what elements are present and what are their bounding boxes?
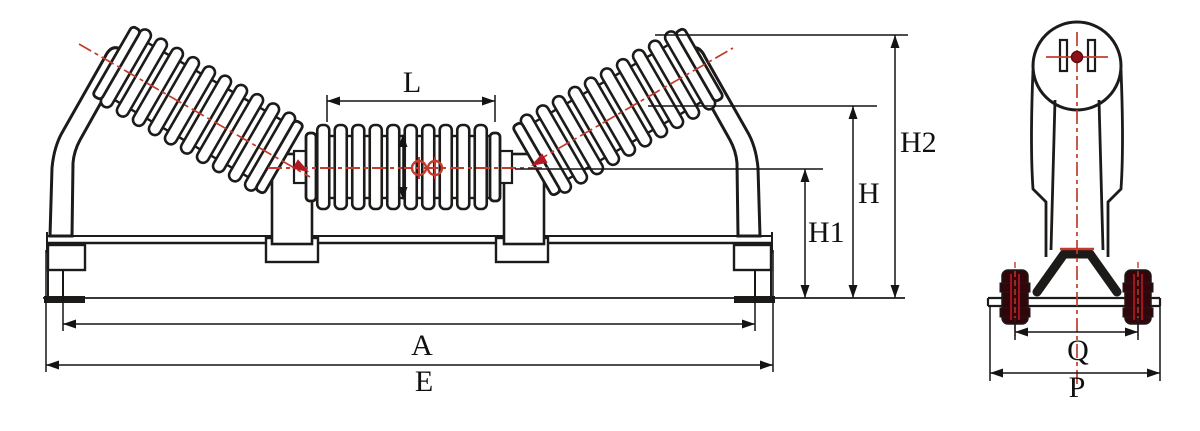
- base-frame: [44, 232, 775, 303]
- left-side-roller: [92, 25, 304, 195]
- dim-label-L: L: [403, 66, 421, 99]
- dim-A: A: [62, 272, 756, 362]
- dim-L: L: [326, 66, 496, 122]
- dim-label-H: H: [858, 177, 880, 210]
- right-roller-axis-centerline: [534, 47, 734, 163]
- dim-H: H: [848, 106, 880, 298]
- left-foot-pad: [44, 296, 85, 303]
- dim-label-E: E: [415, 365, 433, 398]
- right-axis-arrow: [531, 153, 548, 166]
- dim-label-H2: H2: [900, 126, 937, 159]
- right-side-roller: [512, 27, 724, 197]
- left-roller-axis-centerline: [78, 43, 311, 178]
- dim-label-H1: H1: [808, 216, 845, 249]
- dim-P: P: [989, 306, 1161, 404]
- side-view-centerline: [1046, 32, 1108, 384]
- shaft-center-dot: [1070, 50, 1084, 64]
- dim-label-P: P: [1069, 371, 1086, 404]
- dim-H1: H1: [800, 169, 845, 298]
- dim-H2: H2: [890, 35, 937, 298]
- side-view: Q P: [986, 20, 1162, 404]
- left-bolt: [999, 262, 1031, 336]
- dim-center-roller-core: [398, 134, 408, 200]
- shaft-slot: [1058, 38, 1097, 73]
- center-axis-symbol: [410, 157, 444, 179]
- dim-label-Q: Q: [1067, 334, 1089, 367]
- dim-Q: Q: [1014, 318, 1139, 367]
- dim-label-A: A: [411, 329, 433, 362]
- left-axis-arrow: [292, 159, 309, 172]
- dim-E: E: [45, 250, 774, 398]
- stand-column: [1030, 69, 1124, 257]
- front-view: L H1 H H2: [43, 25, 937, 398]
- centerline-axes: [78, 43, 734, 179]
